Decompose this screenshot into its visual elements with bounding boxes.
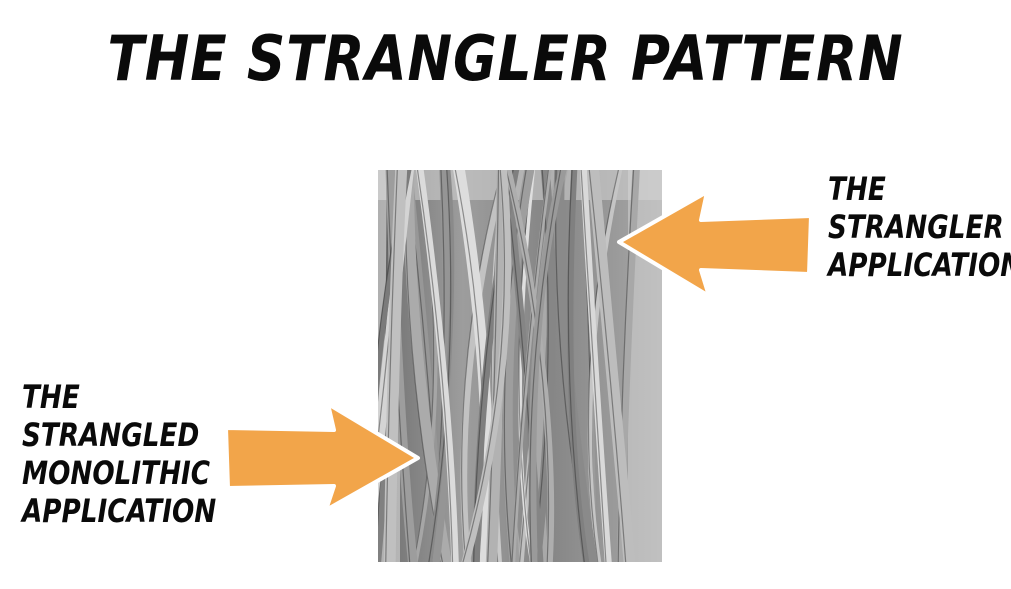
root-strand — [383, 170, 408, 562]
root-shadow — [462, 170, 506, 562]
root-strand — [579, 170, 612, 562]
root-strand — [504, 170, 555, 562]
root-strand — [518, 170, 535, 562]
root-strand — [528, 170, 567, 562]
label-line: THE — [22, 378, 80, 416]
root-strand — [428, 170, 455, 562]
root-shadow — [385, 170, 398, 562]
root-strand — [461, 170, 512, 562]
label-line: STRANGLER — [828, 208, 1004, 246]
root-shadow — [428, 170, 452, 562]
root-strand — [511, 170, 552, 562]
root-shadow — [529, 170, 562, 562]
label-line: STRANGLED — [22, 416, 200, 454]
left-arrow-icon — [615, 188, 815, 300]
root-shadow — [518, 170, 533, 562]
right-arrow-icon — [222, 400, 422, 514]
root-strand — [531, 170, 556, 562]
label-line: APPLICATION — [828, 246, 1011, 284]
root-shadow — [580, 170, 607, 562]
root-strand — [587, 170, 636, 562]
strangled-monolith-label: THE STRANGLED MONOLITHIC APPLICATION — [22, 378, 216, 530]
root-strand — [587, 170, 623, 562]
label-line: THE — [828, 170, 886, 208]
label-line: MONOLITHIC — [22, 454, 211, 492]
root-shadow — [461, 170, 503, 562]
strangler-application-label: THE STRANGLER APPLICATION — [828, 170, 1011, 284]
root-strand — [502, 170, 535, 562]
root-shadow — [454, 170, 484, 562]
label-line: APPLICATION — [22, 492, 217, 530]
root-shadow — [416, 170, 454, 562]
root-shadow — [505, 170, 550, 562]
root-shadow — [487, 170, 500, 562]
root-shadow — [617, 170, 635, 562]
diagram-title: THE STRANGLER PATTERN — [107, 22, 904, 95]
strangler-fig-photo — [378, 170, 662, 562]
root-strand — [553, 170, 598, 562]
root-shadow — [511, 170, 549, 562]
root-strand — [567, 170, 590, 562]
root-shadow — [567, 170, 585, 562]
root-shadow — [588, 170, 627, 562]
root-shadow — [587, 170, 620, 562]
root-strand — [416, 170, 459, 562]
root-strand — [460, 170, 508, 562]
